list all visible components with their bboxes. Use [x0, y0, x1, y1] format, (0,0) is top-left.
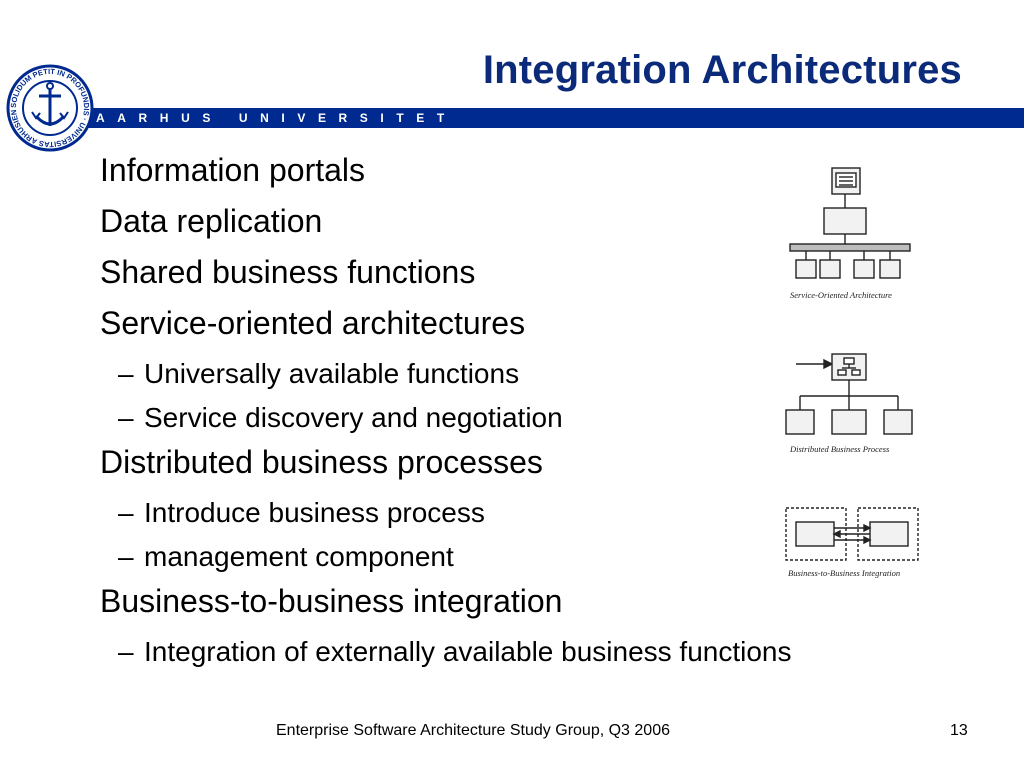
b2b-integration-diagram: [785, 507, 919, 561]
university-seal-logo: SOLIDUM PETIT IN PROFUNDIS · UNIVERSITAS…: [6, 64, 94, 152]
list-item: Business-to-business integration: [100, 583, 563, 619]
b2b-caption: Business-to-Business Integration: [788, 568, 901, 578]
sub-list-item: –Service discovery and negotiation: [118, 402, 563, 433]
footer-text: Enterprise Software Architecture Study G…: [276, 722, 670, 739]
university-name: AARHUS UNIVERSITET: [96, 111, 457, 125]
sub-list-item: –Universally available functions: [118, 358, 520, 389]
soa-caption: Service-Oriented Architecture: [790, 290, 892, 300]
list-item: Information portals: [100, 152, 366, 188]
list-item: Shared business functions: [100, 254, 476, 290]
university-band: [78, 108, 1024, 128]
sub-list-item: –management component: [118, 541, 454, 572]
slide-title: Integration Architectures: [482, 48, 962, 92]
soa-diagram: [789, 167, 911, 279]
sub-list-item: –Introduce business process: [118, 497, 485, 528]
sub-list-item: –Integration of externally available bus…: [118, 636, 792, 667]
list-item: Distributed business processes: [100, 444, 543, 480]
dbp-caption: Distributed Business Process: [790, 444, 890, 454]
list-item: Service-oriented architectures: [100, 305, 526, 341]
distributed-process-diagram: [785, 353, 913, 435]
list-item: Data replication: [100, 203, 323, 239]
page-number: 13: [950, 722, 968, 739]
bullet-list: Information portals Data replication Sha…: [100, 148, 792, 674]
